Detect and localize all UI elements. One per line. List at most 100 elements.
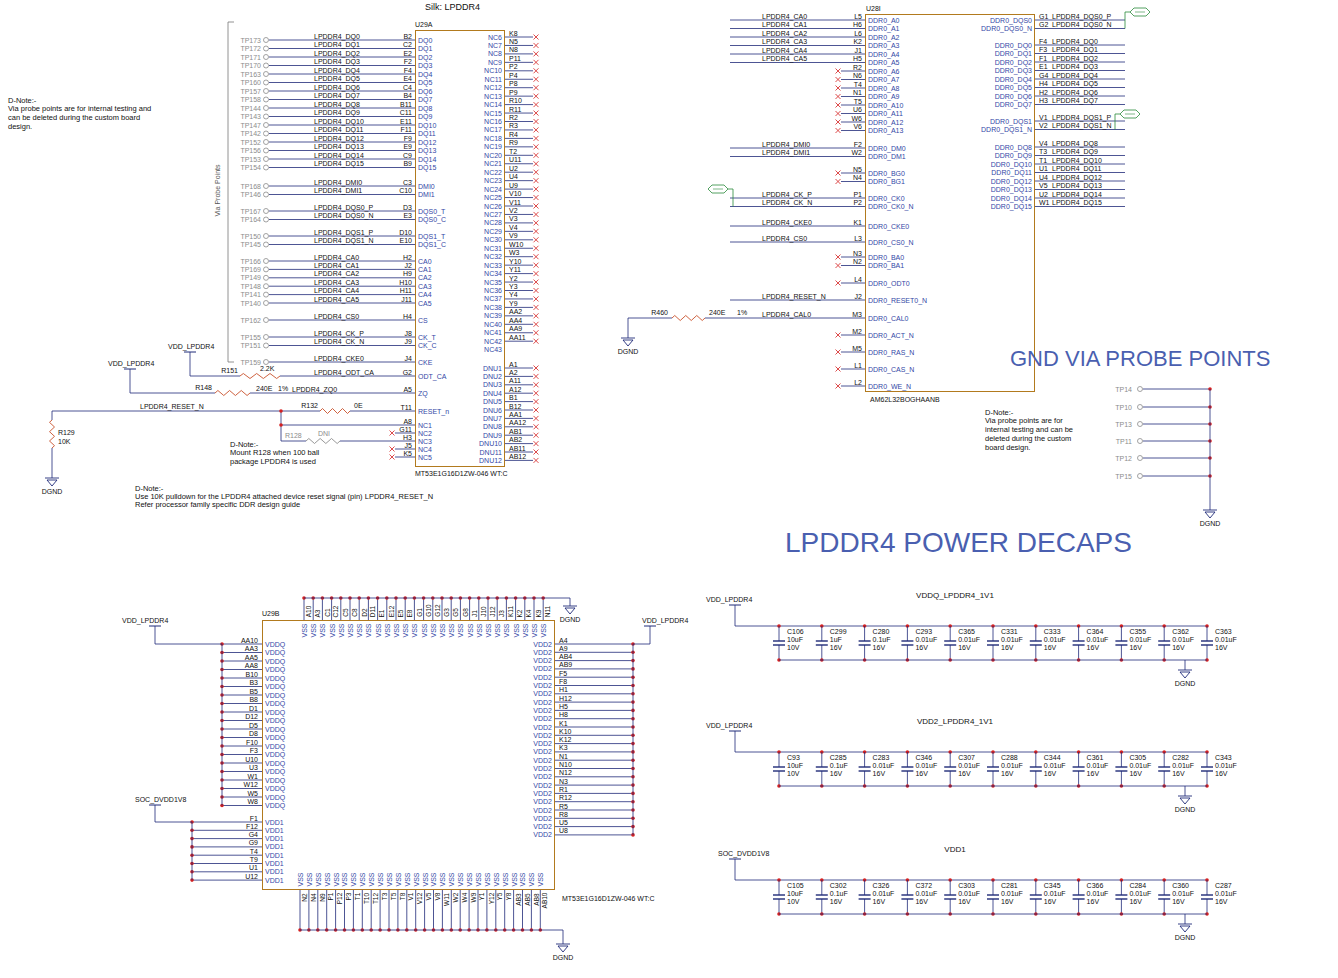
capacitor-symbol <box>944 894 956 895</box>
capacitor-label: 0.01uF <box>1001 636 1023 643</box>
wire <box>222 644 262 645</box>
wire <box>531 890 532 930</box>
wire <box>269 48 415 49</box>
wire <box>505 393 533 394</box>
pin-name: VDD2 <box>533 649 552 656</box>
pin-number: P2 <box>509 63 518 70</box>
pin-number: B8 <box>249 696 258 703</box>
wire <box>486 890 487 930</box>
wire <box>281 411 306 441</box>
pin-name: VSS <box>346 623 353 637</box>
wire <box>377 598 378 620</box>
pin-number: W6 <box>852 115 863 122</box>
test-point <box>264 360 269 365</box>
no-connect-mark <box>534 237 539 242</box>
wire <box>269 65 415 66</box>
wire <box>1035 62 1125 63</box>
test-point <box>264 123 269 128</box>
resistor-symbol <box>320 409 350 414</box>
diff-pair-marker <box>1120 110 1140 118</box>
wire <box>222 695 262 696</box>
wire <box>192 855 262 856</box>
pin-name: VSS <box>438 623 445 637</box>
wire <box>950 880 951 895</box>
no-connect-mark <box>534 366 539 371</box>
wire <box>555 660 633 661</box>
wire <box>222 661 262 662</box>
pin-number: E1 <box>379 609 386 617</box>
ground-symbol <box>1178 670 1192 671</box>
no-connect-mark <box>836 86 841 91</box>
test-point-label: TP159 <box>240 359 261 366</box>
wire <box>269 194 415 195</box>
no-connect-mark <box>534 204 539 209</box>
wire <box>395 457 415 458</box>
pin-name: DDR0_A11 <box>868 110 903 117</box>
capacitor-label: 0.01uF <box>873 762 895 769</box>
wire <box>505 307 533 308</box>
pin-number: U10 <box>245 756 258 763</box>
pin-number: N4 <box>853 174 862 181</box>
pin-number: R4 <box>509 131 518 138</box>
no-connect-mark <box>836 367 841 372</box>
pin-number: F1 <box>1039 55 1047 62</box>
net-name: LPDDR4_DMI1 <box>314 187 362 194</box>
no-connect-mark <box>534 441 539 446</box>
pin-number: AB11 <box>509 445 526 452</box>
pin-name: VSS <box>475 623 482 637</box>
capacitor-label: 16V <box>1215 898 1227 905</box>
pin-name: VSS <box>439 873 446 887</box>
pin-number: AB9 <box>559 661 572 668</box>
pin-name: DDR0_DQ4 <box>995 76 1032 83</box>
no-connect-mark <box>534 288 539 293</box>
wire <box>304 598 305 620</box>
wire <box>1035 70 1125 71</box>
wire <box>1207 752 1208 767</box>
test-point-label: TP173 <box>240 37 261 44</box>
capacitor-label: 16V <box>830 644 842 651</box>
net-name: LPDDR4_DQ3 <box>314 58 360 65</box>
net-name: LPDDR4_CA2 <box>762 30 807 37</box>
wire <box>505 62 533 63</box>
pin-name: DDR0_DQ11 <box>991 169 1032 176</box>
no-connect-mark <box>534 127 539 132</box>
pin-number: AA11 <box>509 334 526 341</box>
wire <box>1121 771 1122 786</box>
pin-name: CA2 <box>418 274 432 281</box>
wire <box>730 206 865 207</box>
wire <box>478 890 479 930</box>
pin-number: A1 <box>509 361 518 368</box>
wire <box>505 79 533 80</box>
capacitor-label: 0.01uF <box>1172 636 1194 643</box>
capacitor-label: C366 <box>1087 882 1104 889</box>
pin-name: NC27 <box>484 211 502 218</box>
wire <box>505 129 533 130</box>
capacitor-label: 1uF <box>830 636 842 643</box>
pin-name: DQ3 <box>418 62 432 69</box>
pin-number: F12 <box>246 823 258 830</box>
pin-number: Y5 <box>497 893 504 901</box>
pin-number: K8 <box>509 30 518 37</box>
wire <box>269 362 415 363</box>
wire <box>222 788 262 789</box>
wire <box>864 645 865 660</box>
pin-number: E5 <box>397 609 404 617</box>
wire <box>505 37 533 38</box>
pin-number: F2 <box>404 58 412 65</box>
no-connect-mark <box>836 120 841 125</box>
no-connect-mark <box>534 399 539 404</box>
pin-number: T8 <box>399 893 406 901</box>
wire <box>1035 79 1125 80</box>
pin-name: DDR0_DQS1_N <box>981 126 1032 133</box>
test-point <box>264 242 269 247</box>
no-connect-mark <box>534 280 539 285</box>
no-connect-mark <box>390 455 395 460</box>
no-connect-mark <box>534 229 539 234</box>
wire <box>269 40 415 41</box>
pin-number: K5 <box>403 450 412 457</box>
pin-number: U4 <box>1039 174 1048 181</box>
capacitor-label: C361 <box>1087 754 1104 761</box>
net-name: LPDDR4_DQS0_N <box>1052 21 1112 28</box>
capacitor-label: 16V <box>958 898 970 905</box>
